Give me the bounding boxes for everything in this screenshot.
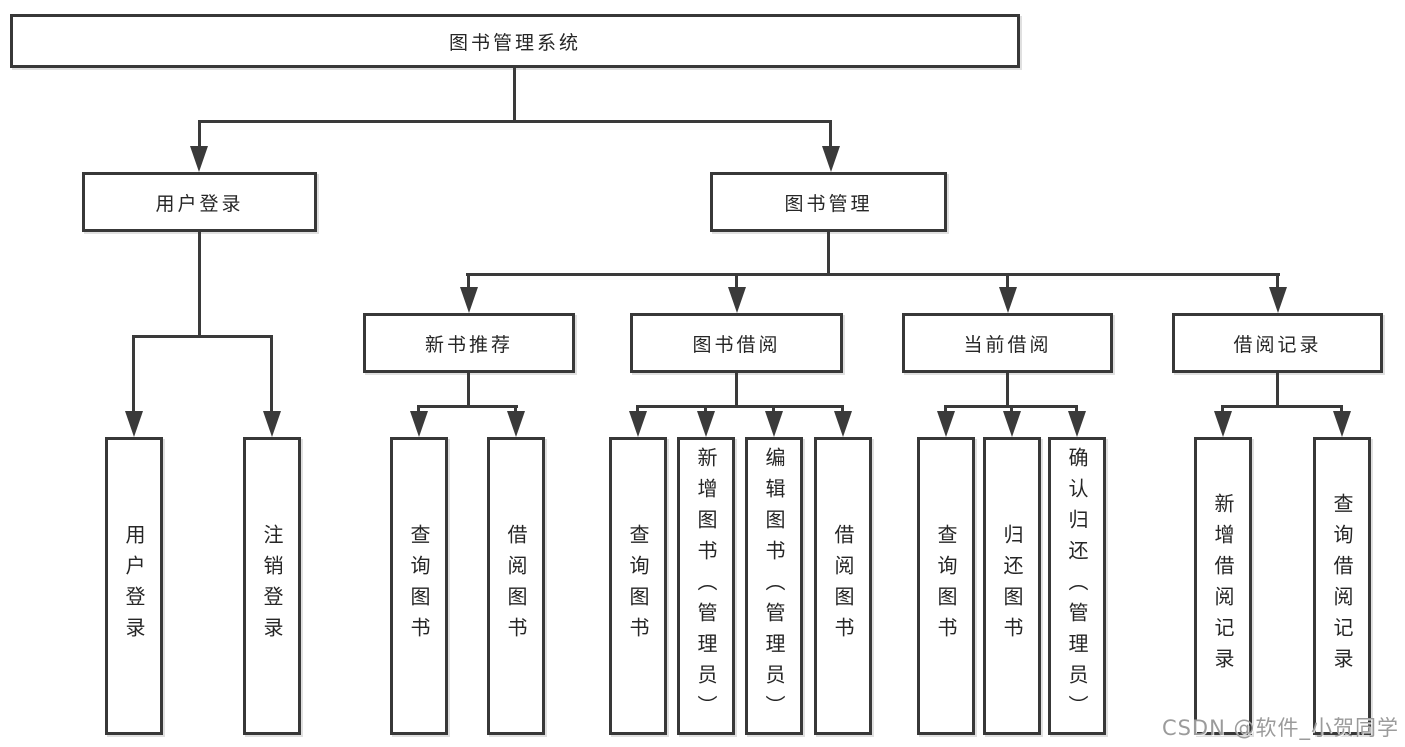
node-user-login: 用户登录 <box>82 172 317 232</box>
node-root-library-system: 图书管理系统 <box>10 14 1020 68</box>
arrow-down-icon <box>507 411 525 437</box>
connector-line <box>1221 405 1224 415</box>
arrow-down-icon <box>460 287 478 313</box>
arrow-down-icon <box>125 411 143 437</box>
arrow-down-icon <box>765 411 783 437</box>
arrow-down-icon <box>728 287 746 313</box>
connector-line <box>513 68 516 122</box>
arrow-down-icon <box>834 411 852 437</box>
connector-line <box>270 335 273 413</box>
csdn-watermark: CSDN @软件_小贺同学 <box>1161 716 1399 740</box>
leaf-query-books-3: 查询图书 <box>917 437 975 735</box>
connector-line <box>198 232 201 337</box>
arrow-down-icon <box>937 411 955 437</box>
arrow-down-icon <box>822 146 840 172</box>
node-book-borrow: 图书借阅 <box>630 313 843 373</box>
node-borrow-records: 借阅记录 <box>1172 313 1383 373</box>
connector-line <box>829 120 832 148</box>
leaf-query-borrow-record: 查询借阅记录 <box>1313 437 1371 735</box>
leaf-return-books: 归还图书 <box>983 437 1041 735</box>
leaf-user-login: 用户登录 <box>105 437 163 735</box>
connector-line <box>467 373 470 408</box>
connector-line <box>467 273 470 289</box>
connector-line <box>417 405 518 408</box>
connector-line <box>827 232 830 275</box>
leaf-logout: 注销登录 <box>243 437 301 735</box>
arrow-down-icon <box>697 411 715 437</box>
connector-line <box>841 405 844 415</box>
leaf-add-borrow-record: 新增借阅记录 <box>1194 437 1252 735</box>
connector-line <box>944 405 947 415</box>
connector-line <box>636 405 844 408</box>
connector-line <box>1276 373 1279 408</box>
leaf-query-books-1: 查询图书 <box>390 437 448 735</box>
connector-line <box>1006 273 1009 289</box>
connector-line <box>198 120 832 123</box>
connector-line <box>735 373 738 408</box>
connector-line <box>636 405 639 415</box>
connector-line <box>1010 405 1013 415</box>
arrow-down-icon <box>629 411 647 437</box>
node-book-management: 图书管理 <box>710 172 947 232</box>
connector-line <box>1276 273 1279 289</box>
connector-line <box>772 405 775 415</box>
connector-line <box>198 120 201 148</box>
connector-line <box>1221 405 1343 408</box>
connector-line <box>417 405 420 415</box>
connector-line <box>1340 405 1343 415</box>
arrow-down-icon <box>1269 287 1287 313</box>
connector-line <box>132 335 135 413</box>
leaf-query-books-2: 查询图书 <box>609 437 667 735</box>
arrow-down-icon <box>1333 411 1351 437</box>
connector-line <box>466 273 1280 276</box>
arrow-down-icon <box>410 411 428 437</box>
connector-line <box>704 405 707 415</box>
leaf-edit-books-admin: 编辑图书（管理员） <box>745 437 803 735</box>
arrow-down-icon <box>190 146 208 172</box>
arrow-down-icon <box>1003 411 1021 437</box>
arrow-down-icon <box>999 287 1017 313</box>
connector-line <box>514 405 517 415</box>
leaf-confirm-return-admin: 确认归还（管理员） <box>1048 437 1106 735</box>
connector-line <box>1075 405 1078 415</box>
arrow-down-icon <box>263 411 281 437</box>
leaf-add-books-admin: 新增图书（管理员） <box>677 437 735 735</box>
arrow-down-icon <box>1214 411 1232 437</box>
leaf-borrow-books-2: 借阅图书 <box>814 437 872 735</box>
node-current-borrow: 当前借阅 <box>902 313 1113 373</box>
connector-line <box>1006 373 1009 408</box>
connector-line <box>735 273 738 289</box>
connector-line <box>132 335 273 338</box>
arrow-down-icon <box>1068 411 1086 437</box>
leaf-borrow-books-1: 借阅图书 <box>487 437 545 735</box>
node-new-book-recommend: 新书推荐 <box>363 313 575 373</box>
